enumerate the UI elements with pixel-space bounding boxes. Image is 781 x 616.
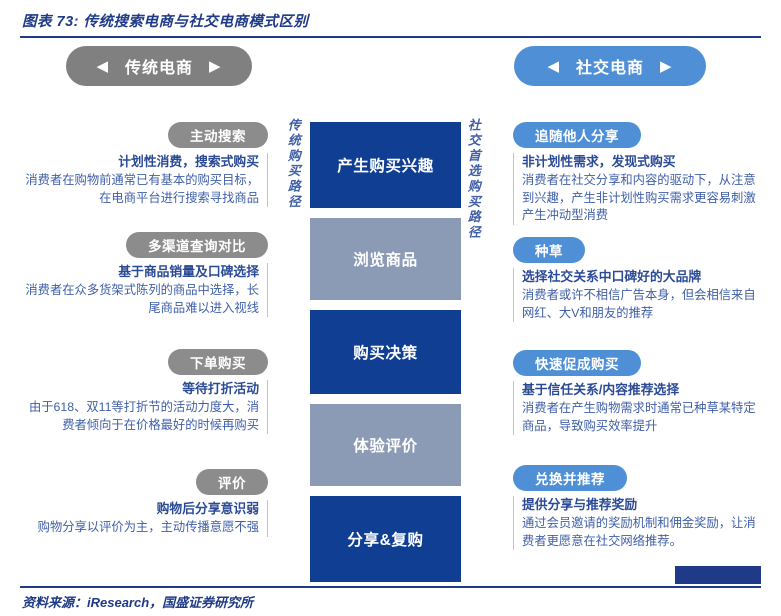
flow-step-label: 分享&复购 xyxy=(347,532,424,549)
flow-step: 体验评价 xyxy=(310,404,461,486)
right-arrow-icon: ▶ xyxy=(209,57,222,75)
info-card-lead: 基于信任关系/内容推荐选择 xyxy=(522,382,680,397)
footer-divider xyxy=(20,586,761,588)
mode-pill-social-label: 社交电商 xyxy=(575,60,644,77)
info-card-title[interactable]: 种草 xyxy=(513,237,585,263)
flow-step-label: 购买决策 xyxy=(353,345,418,362)
info-card-description: 购物分享以评价为主，主动传播意愿不强 xyxy=(37,520,259,535)
info-card-lead: 基于商品销量及口碑选择 xyxy=(118,264,259,279)
info-card: 主动搜索计划性消费，搜索式购买消费者在购物前通常已有基本的购买目标，在电商平台进… xyxy=(18,122,268,208)
source-note: 资料来源：iResearch，国盛证券研究所 xyxy=(22,595,254,610)
info-card-lead: 选择社交关系中口碑好的大品牌 xyxy=(522,269,702,284)
info-card-body: 基于商品销量及口碑选择消费者在众多货架式陈列的商品中选择，长尾商品难以进入视线 xyxy=(18,263,268,318)
flow-step: 产生购买兴趣 xyxy=(310,122,461,208)
info-card-body: 选择社交关系中口碑好的大品牌消费者或许不相信广告本身，但会相信来自网红、大V和朋… xyxy=(513,268,763,323)
info-card: 种草选择社交关系中口碑好的大品牌消费者或许不相信广告本身，但会相信来自网红、大V… xyxy=(513,237,763,323)
right-arrow-icon: ▶ xyxy=(660,57,673,75)
info-card-body: 提供分享与推荐奖励通过会员邀请的奖励机制和佣金奖励，让消费者更愿意在社交网络推荐… xyxy=(513,496,763,551)
info-card: 多渠道查询对比基于商品销量及口碑选择消费者在众多货架式陈列的商品中选择，长尾商品… xyxy=(18,232,268,318)
info-card-lead: 购物后分享意识弱 xyxy=(156,501,259,516)
info-card-body: 非计划性需求，发现式购买消费者在社交分享和内容的驱动下，从注意到兴趣，产生非计划… xyxy=(513,153,763,225)
info-card-title[interactable]: 下单购买 xyxy=(168,349,268,375)
info-card-description: 消费者在众多货架式陈列的商品中选择，长尾商品难以进入视线 xyxy=(25,283,259,315)
mode-pill-traditional[interactable]: ◀ 传统电商 ▶ xyxy=(66,46,252,86)
left-arrow-icon: ◀ xyxy=(96,57,109,75)
info-card-lead: 提供分享与推荐奖励 xyxy=(522,497,638,512)
info-card-lead: 等待打折活动 xyxy=(182,381,259,396)
info-card: 下单购买等待打折活动由于618、双11等打折节的活动力度大，消费者倾向于在价格最… xyxy=(18,349,268,435)
info-card-body: 购物后分享意识弱购物分享以评价为主，主动传播意愿不强 xyxy=(18,500,268,537)
info-card: 快速促成购买基于信任关系/内容推荐选择消费者在产生购物需求时通常已种草某特定商品… xyxy=(513,350,763,436)
vertical-label-social-path: 社交首选购买路径 xyxy=(465,118,481,241)
purchase-flow-column: 产生购买兴趣浏览商品购买决策体验评价分享&复购 xyxy=(310,122,461,592)
flow-step: 购买决策 xyxy=(310,310,461,394)
info-card-lead: 计划性消费，搜索式购买 xyxy=(118,154,259,169)
info-card-title[interactable]: 追随他人分享 xyxy=(513,122,641,148)
info-card-body: 基于信任关系/内容推荐选择消费者在产生购物需求时通常已种草某特定商品，导致购买效… xyxy=(513,381,763,436)
info-card-title[interactable]: 快速促成购买 xyxy=(513,350,641,376)
info-card: 追随他人分享非计划性需求，发现式购买消费者在社交分享和内容的驱动下，从注意到兴趣… xyxy=(513,122,763,225)
info-card-description: 由于618、双11等打折节的活动力度大，消费者倾向于在价格最好的时候再购买 xyxy=(28,400,259,432)
info-card-lead: 非计划性需求，发现式购买 xyxy=(522,154,676,169)
info-card-title[interactable]: 主动搜索 xyxy=(168,122,268,148)
info-card-description: 消费者在社交分享和内容的驱动下，从注意到兴趣，产生非计划性购买需求更容易刺激产生… xyxy=(522,173,756,223)
flow-step-label: 浏览商品 xyxy=(353,252,418,269)
flow-step: 分享&复购 xyxy=(310,496,461,582)
flow-step-label: 产生购买兴趣 xyxy=(337,158,434,175)
mode-pill-traditional-label: 传统电商 xyxy=(124,60,193,77)
info-card-title[interactable]: 兑换并推荐 xyxy=(513,465,627,491)
vertical-label-traditional-path: 传统购买路径 xyxy=(285,118,301,210)
corner-accent-block xyxy=(675,566,761,584)
info-card-description: 消费者在产生购物需求时通常已种草某特定商品，导致购买效率提升 xyxy=(522,401,756,433)
info-card-description: 消费者或许不相信广告本身，但会相信来自网红、大V和朋友的推荐 xyxy=(522,288,756,320)
info-card-title[interactable]: 评价 xyxy=(196,469,268,495)
header-divider xyxy=(20,36,761,38)
info-card-body: 等待打折活动由于618、双11等打折节的活动力度大，消费者倾向于在价格最好的时候… xyxy=(18,380,268,435)
mode-pill-social[interactable]: ◀ 社交电商 ▶ xyxy=(514,46,706,86)
info-card: 评价购物后分享意识弱购物分享以评价为主，主动传播意愿不强 xyxy=(18,469,268,537)
flow-step-label: 体验评价 xyxy=(353,438,418,455)
info-card-description: 通过会员邀请的奖励机制和佣金奖励，让消费者更愿意在社交网络推荐。 xyxy=(522,516,756,548)
info-card-title[interactable]: 多渠道查询对比 xyxy=(126,232,268,258)
info-card-description: 消费者在购物前通常已有基本的购买目标，在电商平台进行搜索寻找商品 xyxy=(25,173,259,205)
info-card-body: 计划性消费，搜索式购买消费者在购物前通常已有基本的购买目标，在电商平台进行搜索寻… xyxy=(18,153,268,208)
info-card: 兑换并推荐提供分享与推荐奖励通过会员邀请的奖励机制和佣金奖励，让消费者更愿意在社… xyxy=(513,465,763,551)
page-title: 图表 73: 传统搜索电商与社交电商模式区别 xyxy=(22,14,309,30)
flow-step: 浏览商品 xyxy=(310,218,461,300)
left-arrow-icon: ◀ xyxy=(547,57,560,75)
